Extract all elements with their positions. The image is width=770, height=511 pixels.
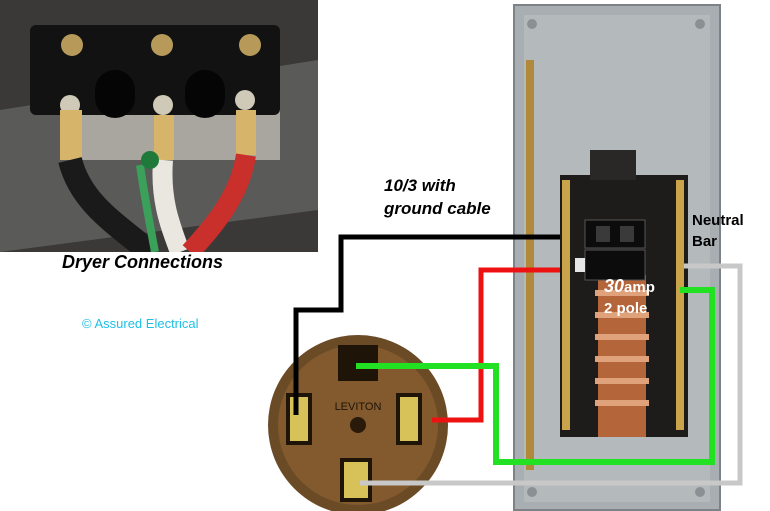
receptacle-brand: LEVITON — [335, 401, 382, 413]
dryer-terminal-photo — [0, 0, 318, 252]
neutral-label-line2: Bar — [692, 233, 718, 250]
dryer-terminal-illustration — [0, 0, 318, 252]
cable-label-line2: ground cable — [384, 199, 491, 218]
breaker-panel — [513, 4, 721, 511]
breaker-rating-label: 30amp 2 pole — [604, 276, 655, 319]
black-hot-wire — [293, 234, 560, 415]
breaker-type: 2 pole — [604, 300, 648, 317]
breaker-unit: amp — [624, 279, 655, 296]
green-ground-wire — [356, 287, 715, 465]
neutral-bar-label: Neutral Bar — [692, 210, 744, 252]
cable-label-line1: 10/3 with — [384, 176, 456, 195]
cable-label: 10/3 with ground cable — [384, 174, 491, 220]
copyright-notice: © Assured Electrical — [82, 316, 199, 331]
neutral-label-line1: Neutral — [692, 212, 744, 229]
red-hot-wire — [432, 267, 560, 423]
dryer-receptacle: LEVITON — [268, 335, 448, 511]
breaker-value: 30 — [604, 276, 625, 296]
photo-caption: Dryer Connections — [62, 252, 224, 272]
white-neutral-wire — [360, 263, 743, 486]
